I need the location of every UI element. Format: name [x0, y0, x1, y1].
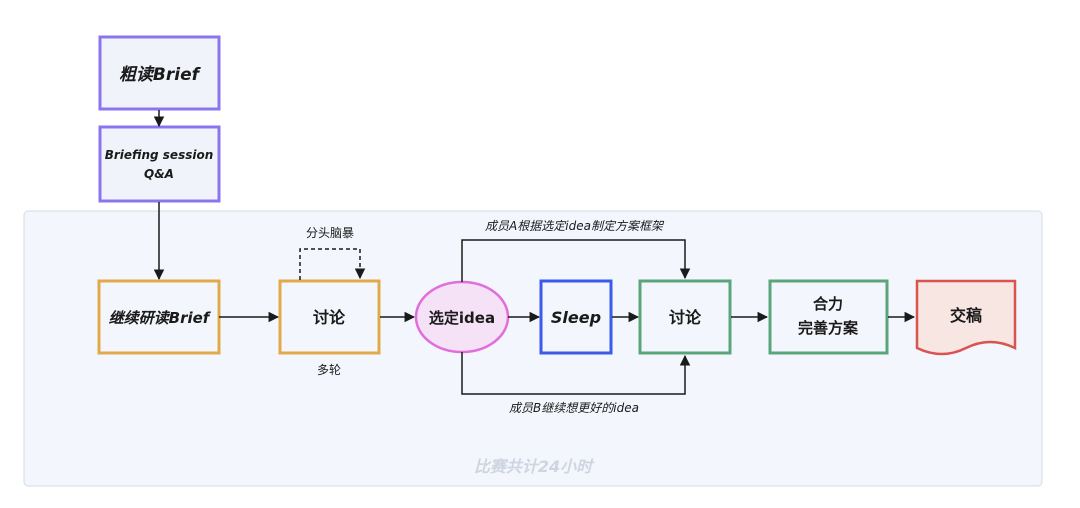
region-caption: 比赛共计24小时 [474, 457, 595, 476]
label-brainstorm: 分头脑暴 [306, 226, 354, 240]
node-discuss-1 [278, 279, 381, 355]
node-skim-brief-label: 粗读Brief [119, 65, 202, 85]
node-continue-label: 继续研读Brief [109, 309, 212, 327]
node-discuss-1-label: 讨论 [313, 308, 346, 327]
node-select-label: 选定idea [429, 309, 495, 327]
node-submit-label: 交稿 [950, 306, 982, 325]
node-improve-label-2: 完善方案 [798, 319, 859, 337]
node-discuss-2 [638, 279, 732, 355]
node-skim-brief [98, 35, 221, 111]
node-submit [915, 279, 1017, 356]
node-improve-plan [768, 279, 889, 355]
node-discuss-2-label: 讨论 [669, 308, 702, 327]
node-sleep-label: Sleep [551, 308, 601, 327]
branch-member-b [461, 352, 691, 395]
node-briefing-session [98, 125, 221, 203]
node-improve-label-1: 合力 [812, 295, 843, 313]
label-member-b: 成员B继续想更好的idea [509, 401, 639, 415]
label-rounds: 多轮 [317, 363, 341, 377]
label-member-a: 成员A根据选定idea制定方案框架 [485, 219, 665, 233]
node-briefing-label-2: Q&A [144, 167, 174, 181]
node-sleep [539, 279, 613, 355]
branch-member-a [461, 239, 691, 282]
node-briefing-label-1: Briefing session [105, 148, 214, 162]
loop-brainstorm [299, 248, 366, 280]
